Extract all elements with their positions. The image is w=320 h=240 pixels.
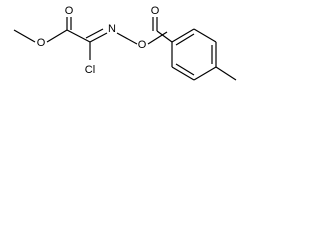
bond-ester-to-ccl	[66, 29, 91, 43]
chemical-structure: O O N Cl O O	[13, 5, 237, 81]
ring-bond-6	[171, 28, 195, 43]
atom-label-cl: Cl	[85, 64, 95, 76]
atom-label-ester-carbonyl-o: O	[65, 5, 74, 17]
bond-carbonyl-to-ring	[156, 30, 173, 43]
ring-inner-bond-3	[175, 33, 195, 46]
ring-bond-2	[171, 66, 195, 81]
bond-methyl-o	[13, 29, 36, 43]
bond-o-ester-carbon	[46, 29, 68, 43]
atom-label-benzoyl-carbonyl-o: O	[151, 5, 160, 17]
bond-c-n-double-1	[89, 32, 108, 43]
ring-bond-3	[193, 66, 217, 81]
atom-label-ester-o: O	[37, 37, 46, 49]
bonds	[13, 17, 237, 81]
atom-label-oxime-o: O	[138, 39, 147, 51]
bond-c-n-double-2	[85, 28, 104, 39]
bond-ring-methyl	[215, 66, 237, 81]
atom-labels: O O N Cl O O	[37, 5, 160, 76]
atom-label-oxime-n: N	[108, 23, 116, 35]
bond-n-o	[116, 32, 138, 45]
ring-inner-bond-1	[175, 63, 195, 76]
structure-canvas: O O N Cl O O	[0, 0, 267, 117]
ring-bond-5	[193, 28, 217, 43]
bond-o-carbonyl-carbon	[147, 31, 168, 45]
